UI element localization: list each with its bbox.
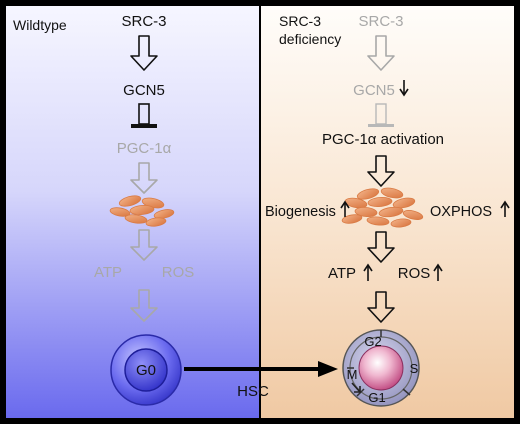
- gcn5-down-arrow-icon: [399, 80, 409, 97]
- biogenesis-up-arrow-icon: [340, 200, 350, 217]
- def-mitochondria-icon: [341, 187, 424, 228]
- g0-label: G0: [136, 362, 156, 379]
- deficiency-src3: SRC-3: [358, 13, 403, 30]
- wildtype-gcn5: GCN5: [123, 82, 165, 99]
- cycling-cell-icon: [342, 329, 420, 407]
- oxphos-label: OXPHOS: [430, 204, 492, 220]
- wt-arrow-src3-gcn5: [130, 35, 158, 71]
- phase-s: S: [410, 361, 419, 376]
- deficiency-label-line2: deficiency: [279, 31, 341, 47]
- g0-cell-icon: [110, 334, 182, 406]
- biogenesis-label: Biogenesis: [265, 204, 336, 220]
- def-arrow-pgc-mito: [367, 155, 395, 187]
- hsc-label: HSC: [237, 383, 269, 400]
- wt-arrow-mito-atp: [130, 229, 158, 261]
- wildtype-ros: ROS: [162, 264, 195, 281]
- wildtype-pgc1a: PGC-1α: [117, 140, 172, 157]
- deficiency-gcn5: GCN5: [353, 82, 395, 99]
- phase-g1: G1: [368, 390, 385, 405]
- wildtype-src3: SRC-3: [121, 13, 166, 30]
- def-arrow-atp-cycle: [367, 291, 395, 323]
- wildtype-label: Wildtype: [13, 17, 67, 33]
- def-arrow-mito-atp: [367, 231, 395, 263]
- ros-up-arrow-icon: [433, 263, 443, 281]
- wt-mitochondria-icon: [109, 195, 175, 227]
- oxphos-up-arrow-icon: [500, 200, 510, 217]
- deficiency-atp: ATP: [328, 265, 356, 282]
- wt-inhibit-gcn5-pgc: [131, 103, 157, 128]
- wt-arrow-pgc-mito: [130, 162, 158, 194]
- hsc-transition-arrow: [184, 361, 338, 377]
- phase-m: M: [347, 367, 358, 382]
- def-inhibit-gcn5-pgc: [368, 103, 394, 127]
- wt-arrow-atp-g0: [130, 289, 158, 322]
- deficiency-pgc1a-activation: PGC-1α activation: [322, 131, 444, 148]
- wildtype-atp: ATP: [94, 264, 122, 281]
- def-arrow-src3-gcn5: [367, 35, 395, 71]
- atp-up-arrow-icon: [363, 263, 373, 281]
- deficiency-ros: ROS: [398, 265, 431, 282]
- phase-g2: G2: [364, 334, 381, 349]
- deficiency-label-line1: SRC-3: [279, 13, 321, 29]
